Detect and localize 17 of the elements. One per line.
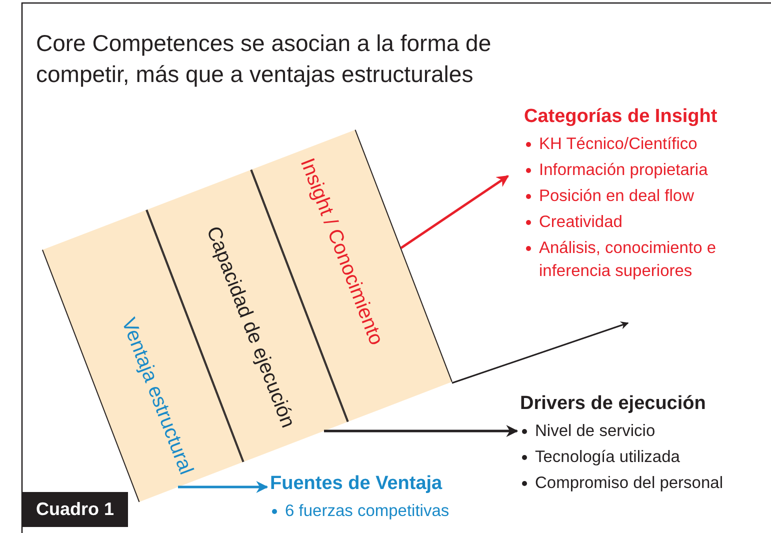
- heading: Categorías de Insight: [524, 105, 718, 129]
- figure-tag: Cuadro 1: [22, 492, 128, 527]
- list-item: Tecnología utilizada: [535, 447, 680, 468]
- list-item: Información propietaria: [539, 160, 708, 181]
- list-item: Creatividad: [539, 212, 622, 233]
- arrow: [178, 481, 268, 493]
- list-item: Compromiso del personal: [535, 473, 724, 494]
- heading: Fuentes de Ventaja: [270, 472, 444, 496]
- list-item: KH Técnico/Científico: [539, 134, 698, 155]
- list-item: Posición en deal flow: [539, 186, 694, 207]
- heading: Drivers de ejecución: [520, 392, 707, 416]
- title: Core Competences se asocian a la forma de competir, más que a ventajas estructurales: [36, 29, 492, 89]
- list-item: Análisis, conocimiento e inferencia superiores: [539, 238, 718, 282]
- list-item: 6 fuerzas competitivas: [285, 501, 450, 522]
- arrow: [324, 425, 518, 437]
- list-item: Nivel de servicio: [535, 421, 656, 442]
- arrow: [400, 175, 509, 249]
